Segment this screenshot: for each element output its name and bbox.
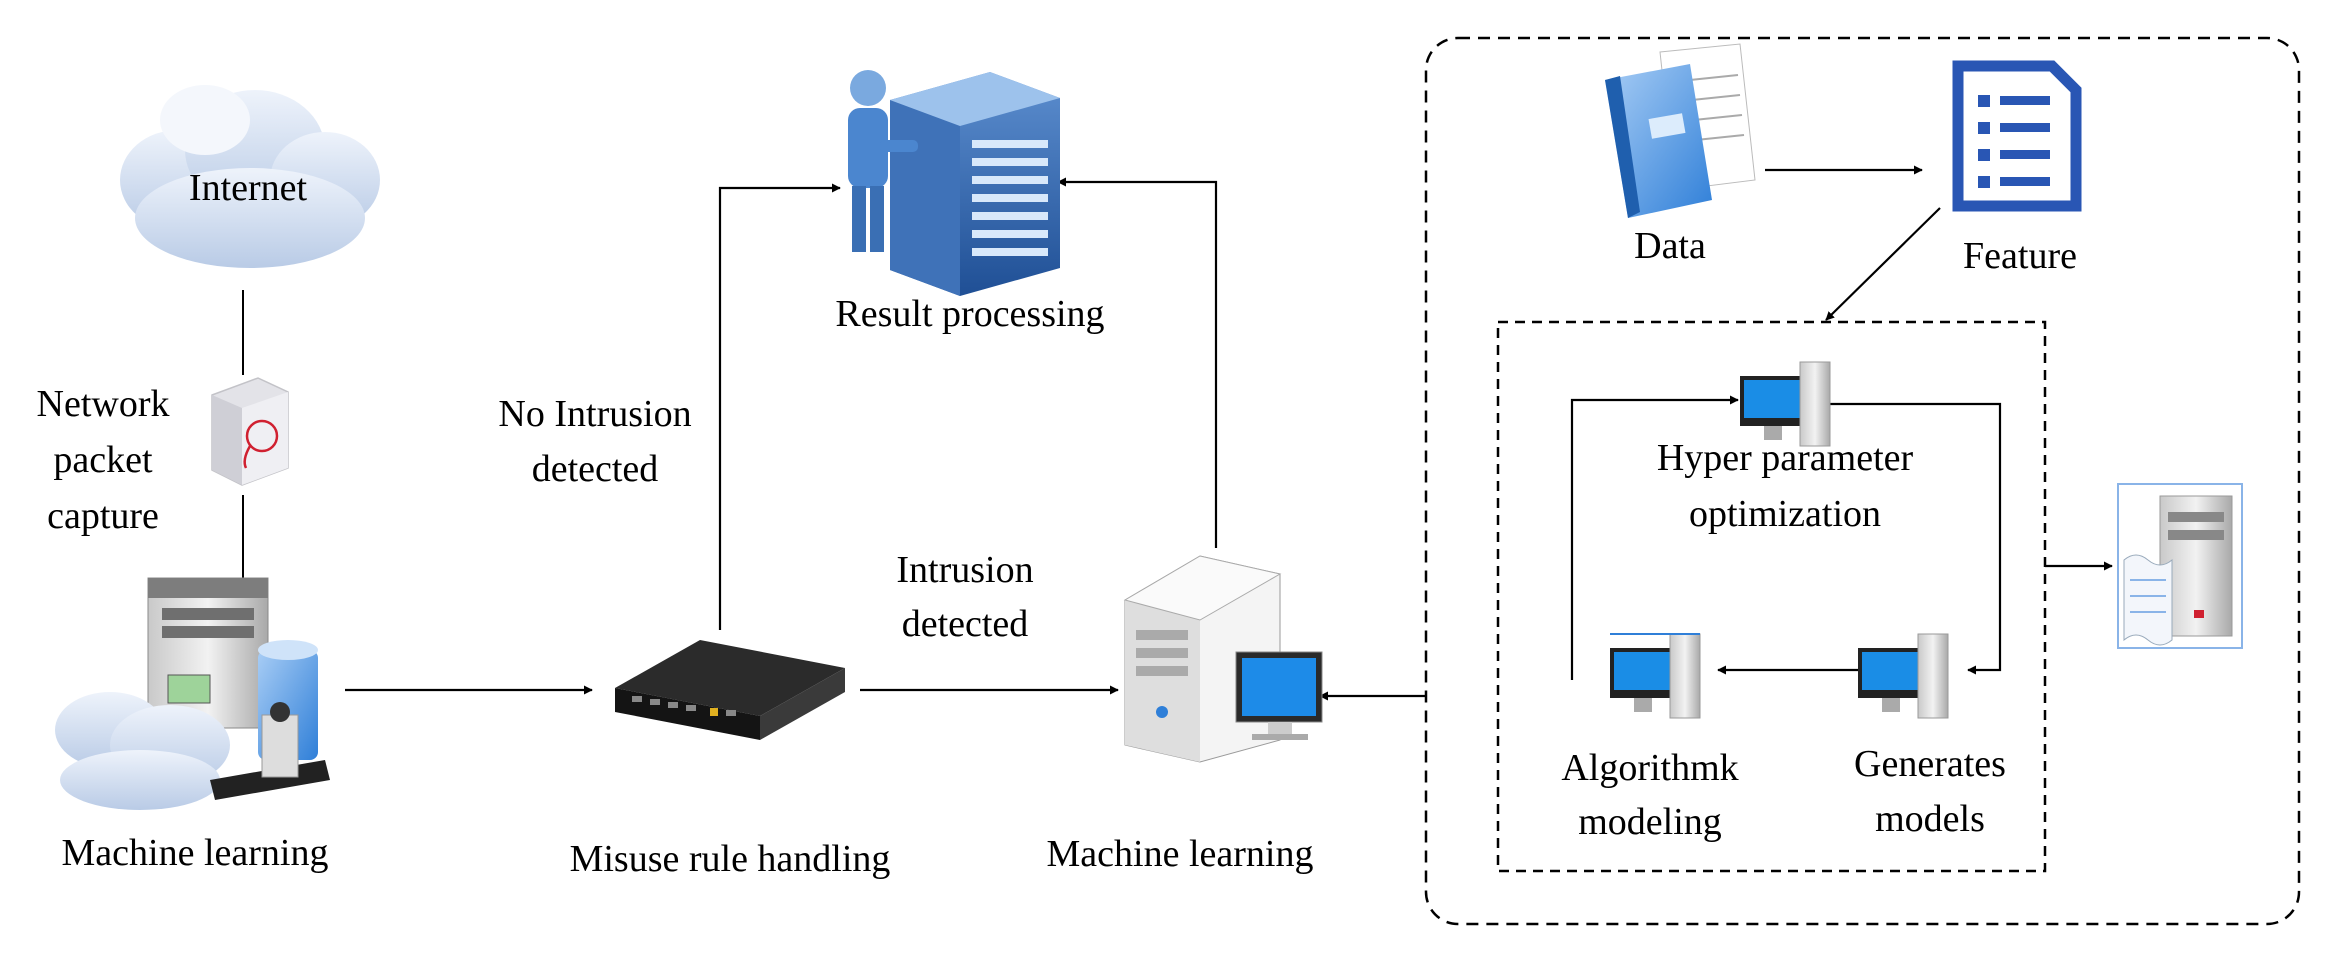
workstation-icon (1740, 361, 1831, 447)
label-intrusion-line-1: Intrusion (896, 549, 1034, 591)
label-no-intrusion-line-1: No Intrusion (498, 393, 692, 435)
label-packet-capture-line-1: Network (36, 383, 170, 425)
folder-icon (1605, 43, 1756, 218)
arrow-algo-to-hyper (1570, 395, 1739, 680)
workstation-icon (1610, 633, 1701, 719)
label-hyper-line-2: optimization (1688, 493, 1882, 535)
ml-training-panel (1424, 36, 2301, 926)
arrow-hyper-to-generates (1795, 402, 2002, 675)
label-misuse: Misuse rule handling (569, 838, 891, 880)
optimization-loop-box (1496, 320, 2047, 873)
arrow-feature-to-box (1825, 207, 1941, 321)
label-hyper-line-1: Hyper parameter (1656, 437, 1914, 479)
label-packet-capture-line-2: packet (53, 439, 153, 481)
arrow-ml-to-result (1057, 177, 1218, 548)
ml-server-icon (55, 577, 330, 810)
document-icon (1952, 60, 2082, 212)
arrow-no-intrusion-to-result (718, 183, 841, 630)
label-feature: Feature (1963, 235, 2077, 277)
label-algo-line-2: modeling (1578, 801, 1722, 843)
label-ml-left: Machine learning (61, 832, 329, 874)
server-log-icon (2117, 483, 2243, 649)
pc-tower-icon (1123, 555, 1323, 763)
label-packet-capture-line-3: capture (47, 495, 159, 537)
label-algo-line-1: Algorithmk (1561, 747, 1739, 789)
label-generates-line-1: Generates (1854, 743, 2006, 785)
router-icon (615, 640, 845, 740)
workstation-icon (1858, 633, 1949, 719)
label-intrusion-line-2: detected (901, 603, 1029, 645)
label-internet: Internet (188, 167, 308, 209)
label-ml-center: Machine learning (1046, 833, 1314, 875)
label-result: Result processing (835, 293, 1105, 335)
label-generates-line-2: models (1875, 798, 1985, 840)
packet-capture-icon (211, 377, 289, 486)
cloud-icon (120, 85, 380, 268)
label-data: Data (1634, 225, 1706, 267)
label-no-intrusion-line-2: detected (531, 448, 659, 490)
server-rack-icon (848, 70, 1060, 296)
